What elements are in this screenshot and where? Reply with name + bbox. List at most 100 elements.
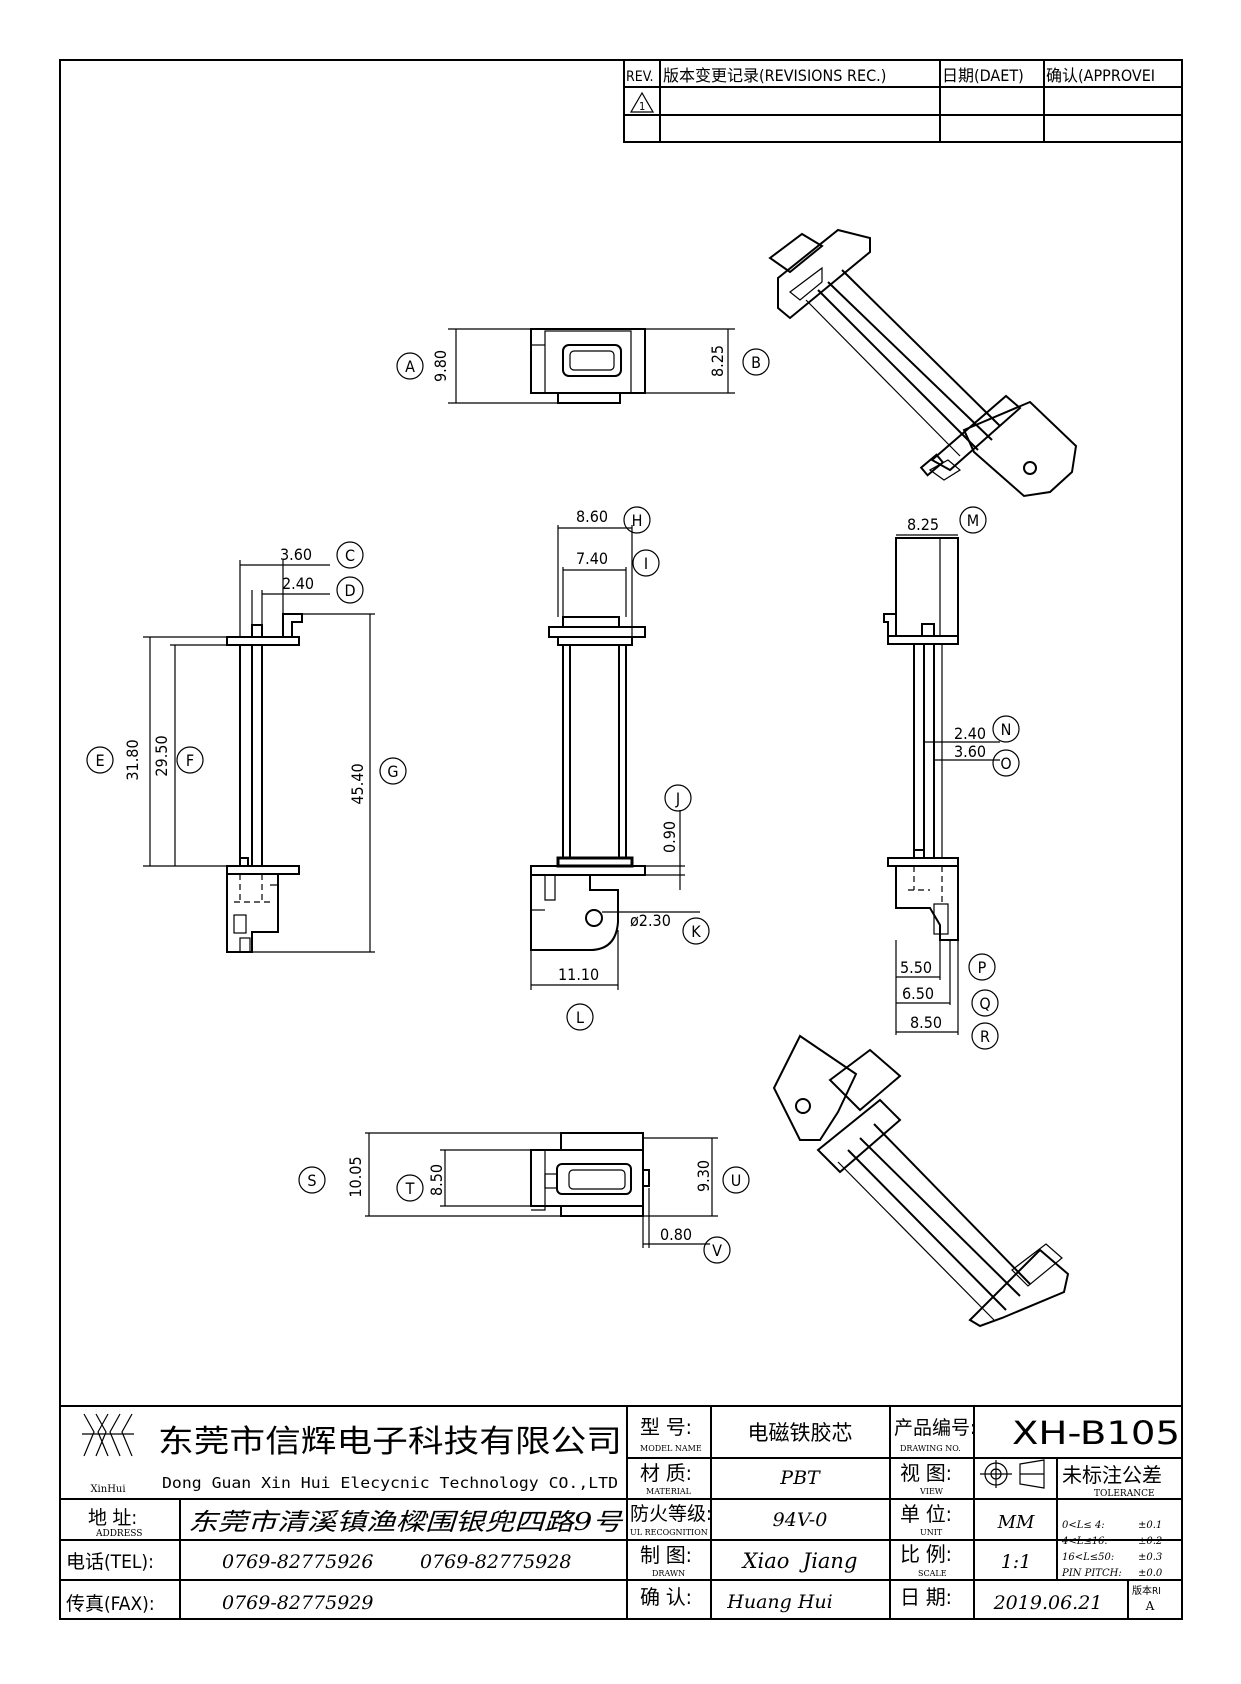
dim-f-value: 29.50 [152, 735, 171, 776]
scale-label: 比 例: [900, 1542, 952, 1566]
address-label-en: ADDRESS [95, 1529, 142, 1539]
version-value: A [1145, 1599, 1155, 1613]
balloon-r [971, 1022, 999, 1050]
version-label: 版本RI [1132, 1584, 1161, 1597]
view-label-en: VIEW [919, 1487, 944, 1496]
view-label: 视 图: [900, 1461, 952, 1485]
balloon-t [396, 1174, 424, 1202]
balloon-n-letter: N [1001, 720, 1012, 739]
dim-t-value: 8.50 [427, 1164, 446, 1196]
dim-j-value: 0.90 [660, 821, 679, 853]
dimension-annotations: A 9.80 B 8.25 3.60 C 2.40 D E 31.80 F 29… [86, 345, 1020, 1264]
drawn-label-en: DRAWN [652, 1569, 685, 1578]
balloon-h [623, 506, 651, 534]
fax-label: 传真(FAX): [66, 1593, 155, 1615]
balloon-o-letter: O [1000, 754, 1011, 773]
tolerance-value-3: ±0.3 [1138, 1552, 1162, 1563]
model-label-en: MODEL NAME [640, 1444, 702, 1453]
dim-q-value: 6.50 [902, 984, 934, 1003]
tolerance-title: 未标注公差 [1062, 1463, 1162, 1487]
front-view-center [530, 525, 700, 990]
dim-p-value: 5.50 [900, 958, 932, 977]
tel-value-1: 0769-82775926 [222, 1551, 373, 1573]
dim-u-value: 9.30 [694, 1160, 713, 1192]
balloon-l-letter: L [576, 1008, 584, 1027]
tolerance-title-en: TOLERANCE [1094, 1489, 1155, 1499]
balloon-e-letter: E [95, 751, 104, 770]
tel-value-2: 0769-82775928 [420, 1551, 571, 1573]
balloon-t-letter: T [405, 1179, 415, 1198]
dim-l-value: 11.10 [558, 965, 599, 984]
balloon-l [566, 1003, 594, 1031]
approve-header: 确认(APPROVEI [1046, 66, 1155, 85]
balloon-q-letter: Q [979, 994, 990, 1013]
fax-value: 0769-82775929 [222, 1592, 373, 1614]
material-label: 材 质: [640, 1461, 692, 1485]
dim-n-value: 2.40 [954, 724, 986, 743]
balloon-s [298, 1166, 326, 1194]
rev-header: REV. [626, 69, 654, 85]
balloon-r-letter: R [980, 1027, 990, 1046]
side-view-right [883, 534, 1000, 1035]
dim-c-value: 3.60 [280, 545, 312, 564]
balloon-q [971, 989, 999, 1017]
tolerance-range-3: 16<L≤50: [1062, 1552, 1114, 1563]
balloon-e [86, 746, 114, 774]
ul-label-en: UL RECOGNITION [630, 1528, 708, 1537]
scale-label-en: SCALE [918, 1569, 947, 1578]
revision-table: REV. 版本变更记录(REVISIONS REC.) 日期(DAET) 确认(… [623, 59, 1183, 143]
balloon-f-letter: F [186, 751, 194, 770]
balloon-k [682, 917, 710, 945]
balloon-u-letter: U [731, 1171, 742, 1190]
tel-label: 电话(TEL): [66, 1551, 154, 1573]
date-value: 2019.06.21 [993, 1592, 1103, 1614]
tolerance-range-1: 0<L≤ 4: [1062, 1520, 1105, 1531]
balloon-f [176, 746, 204, 774]
dim-i-value: 7.40 [576, 549, 608, 568]
material-value: PBT [779, 1467, 821, 1489]
balloon-u [722, 1166, 750, 1194]
balloon-c [336, 541, 364, 569]
date-label: 日 期: [900, 1585, 952, 1609]
address-value: 东莞市清溪镇渔樑围银兜四路9号 [188, 1508, 624, 1536]
dim-o-value: 3.60 [954, 742, 986, 761]
end-view-bottom [365, 1132, 718, 1248]
address-label: 地 址: [88, 1507, 137, 1529]
revision-triangle-number: 1 [639, 100, 645, 113]
balloon-p-letter: P [978, 958, 987, 977]
end-view-top [448, 328, 735, 404]
projection-symbol-icon [980, 1459, 1045, 1489]
balloon-a-letter: A [405, 357, 415, 376]
revisions-header: 版本变更记录(REVISIONS REC.) [663, 66, 886, 85]
drawing-no-label: 产品编号: [894, 1417, 976, 1439]
drawing-no-label-en: DRAWING NO. [900, 1444, 961, 1453]
unit-label: 单 位: [900, 1502, 952, 1526]
balloon-k-letter: K [691, 922, 701, 941]
balloon-i-letter: I [644, 554, 648, 573]
company-logo [82, 1413, 134, 1457]
ul-value: 94V-0 [773, 1509, 828, 1531]
balloon-p [968, 953, 996, 981]
balloon-j [664, 784, 692, 812]
dim-k-value: ø2.30 [630, 911, 671, 930]
date-header: 日期(DAET) [942, 66, 1024, 85]
drawn-label: 制 图: [640, 1543, 692, 1567]
ul-label: 防火等级: [630, 1503, 712, 1525]
drawing-no-value: XH-B105 [1012, 1414, 1180, 1452]
dim-a-value: 9.80 [431, 350, 450, 382]
title-block: XinHui 东莞市信辉电子科技有限公司 Dong Guan Xin Hui E… [60, 1405, 1182, 1619]
balloon-i [632, 549, 660, 577]
drawn-value: Xiao Jiang [741, 1549, 858, 1573]
tolerance-value-2: ±0.2 [1138, 1536, 1162, 1547]
isometric-view-top [768, 228, 1078, 498]
balloon-b [742, 348, 770, 376]
unit-label-en: UNIT [920, 1528, 943, 1537]
logo-text: XinHui [90, 1484, 125, 1495]
tolerance-value-1: ±0.1 [1138, 1520, 1162, 1531]
balloon-m [959, 506, 987, 534]
scale-value: 1:1 [1001, 1551, 1032, 1573]
dim-g-value: 45.40 [348, 763, 367, 804]
balloon-v [703, 1236, 731, 1264]
side-view-left [143, 560, 375, 953]
